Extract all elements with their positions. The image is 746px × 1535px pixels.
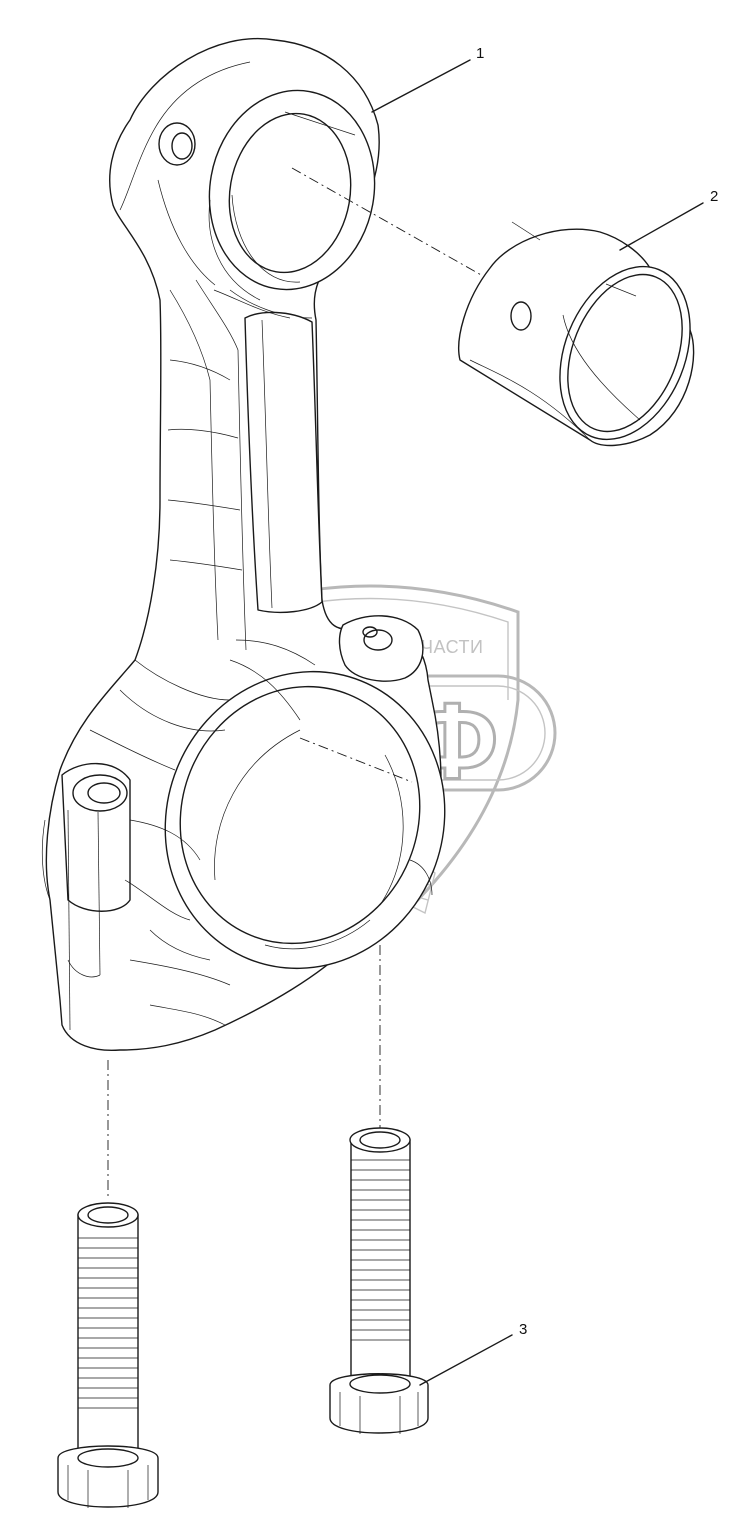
callout-3-label: 3 bbox=[519, 1321, 527, 1338]
callout-2-label: 2 bbox=[710, 188, 718, 205]
big-end-axis-line bbox=[299, 737, 413, 783]
connecting-rod bbox=[41, 37, 446, 1052]
callout-1-label: 1 bbox=[476, 45, 484, 62]
callout-2: 2 bbox=[619, 188, 718, 251]
callout-1: 1 bbox=[371, 45, 484, 113]
connecting-rod-bolt-left bbox=[57, 1060, 159, 1508]
connecting-rod-bolt-right bbox=[329, 945, 429, 1434]
callout-3: 3 bbox=[419, 1321, 527, 1386]
small-end-bushing bbox=[458, 221, 695, 447]
